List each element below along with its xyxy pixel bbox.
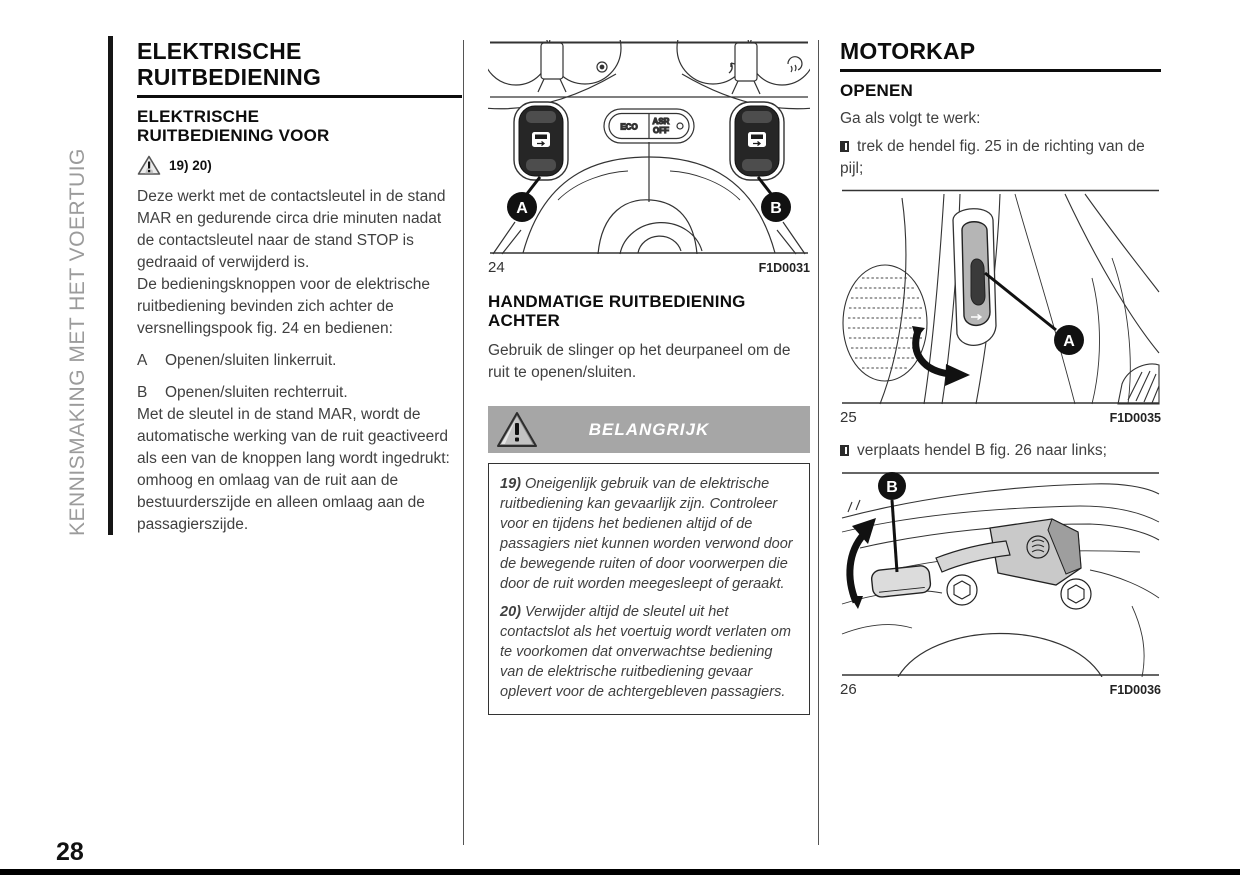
- window-icon: [532, 132, 550, 147]
- move-left-arrow: [846, 518, 876, 609]
- window-switch-a: [513, 101, 569, 181]
- asr-button-label-2: OFF: [653, 126, 669, 135]
- figure-26-number: 26: [840, 681, 857, 698]
- paragraph-auto-mode: Met de sleutel in de stand MAR, wordt de…: [137, 406, 450, 533]
- figure-24-illustration: ECO ASR OFF A B: [488, 40, 810, 255]
- eco-asr-panel: ECO ASR OFF: [603, 108, 695, 144]
- sidebar-divider-bar: [108, 36, 113, 535]
- warning-notes-box: 19) Oneigenlijk gebruik van de elektrisc…: [488, 463, 810, 715]
- callout-a-letter: A: [1063, 333, 1075, 350]
- list-item-a-text: Openen/sluiten linkerruit.: [165, 352, 337, 369]
- important-warning-triangle-icon: [497, 411, 537, 447]
- callout-a: A: [507, 176, 542, 222]
- asr-button-label-1: ASR: [653, 117, 670, 126]
- callout-b: B: [756, 176, 791, 222]
- list-item-a: A Openen/sluiten linkerruit.: [137, 350, 462, 372]
- figure-26-caption: 26 F1D0036: [840, 681, 1161, 698]
- paragraph-key-operation: Deze werkt met de contactsleutel in de s…: [137, 186, 462, 340]
- figure-25-code: F1D0035: [1109, 411, 1161, 425]
- warning-reference-row: 19) 20): [137, 155, 462, 176]
- pedal-shape: [1117, 363, 1160, 405]
- intro-text: Ga als volgt te werk:: [840, 110, 981, 127]
- eco-button-label: ECO: [620, 123, 637, 132]
- paragraph-buttons-location-text: De bedieningsknoppen voor de elektrische…: [137, 276, 430, 337]
- warning-note-20-text: Verwijder altijd de sleutel uit het cont…: [500, 604, 791, 700]
- list-item-a-key: A: [137, 352, 148, 369]
- section-title-open: OPENEN: [840, 81, 913, 100]
- warning-triangle-icon: [137, 155, 161, 175]
- figure-25-caption: 25 F1D0035: [840, 409, 1161, 426]
- callout-a-letter: A: [516, 200, 528, 217]
- bullet-move-lever-text: verplaats hendel B fig. 26 naar links;: [857, 442, 1107, 459]
- figure-24-code: F1D0031: [758, 261, 810, 275]
- window-icon: [748, 132, 766, 147]
- square-bullet-icon: [840, 141, 849, 152]
- figure-24-caption: 24 F1D0031: [488, 259, 810, 276]
- list-item-b-text: Openen/sluiten rechterruit.: [165, 384, 348, 401]
- bullet-pull-lever-text: trek de hendel fig. 25 in de richting va…: [840, 138, 1145, 177]
- warning-note-numbers: 19) 20): [169, 158, 212, 173]
- page-number: 28: [56, 838, 84, 866]
- callout-b-letter: B: [770, 200, 782, 217]
- list-item-b-key: B: [137, 384, 148, 401]
- right-column: MOTORKAP OPENEN Ga als volgt te werk: tr…: [840, 38, 1161, 698]
- callout-b-letter: B: [886, 479, 898, 496]
- paragraph-rear-crank: Gebruik de slinger op het deurpaneel om …: [488, 342, 791, 381]
- figure-25-illustration: A: [842, 189, 1160, 405]
- list-item-b: B Openen/sluiten rechterruit.: [137, 382, 462, 404]
- chapter-title-bonnet: MOTORKAP: [840, 38, 1161, 72]
- chapter-title: ELEKTRISCHE RUITBEDIENING: [137, 38, 462, 98]
- section-title-manual-rear-windows: HANDMATIGE RUITBEDIENING ACHTER: [488, 292, 746, 330]
- latch-handle-b: [870, 565, 932, 598]
- column-separator-left: [463, 40, 464, 845]
- warning-note-20-number: 20): [500, 604, 521, 620]
- footer-bar: [0, 869, 1240, 875]
- left-column: ELEKTRISCHE RUITBEDIENING ELEKTRISCHE RU…: [137, 38, 462, 536]
- warning-note-20: 20) Verwijder altijd de sleutel uit het …: [500, 602, 798, 702]
- figure-26-illustration: B: [841, 472, 1160, 677]
- warning-note-19-number: 19): [500, 476, 521, 492]
- warning-note-19: 19) Oneigenlijk gebruik van de elektrisc…: [500, 474, 798, 594]
- middle-column: ECO ASR OFF A B 24 F1D0031 HANDMATIGE RU…: [488, 40, 810, 715]
- important-banner: BELANGRIJK: [488, 406, 810, 453]
- warning-note-19-text: Oneigenlijk gebruik van de elektrische r…: [500, 476, 793, 592]
- bullet-pull-lever: trek de hendel fig. 25 in de richting va…: [840, 136, 1161, 180]
- important-banner-label: BELANGRIJK: [588, 419, 710, 439]
- square-bullet-icon: [840, 445, 849, 456]
- pull-direction-arrow: [912, 326, 970, 386]
- bullet-move-lever: verplaats hendel B fig. 26 naar links;: [840, 440, 1161, 462]
- callout-b: B: [878, 472, 906, 573]
- paragraph-key-operation-text: Deze werkt met de contactsleutel in de s…: [137, 188, 446, 271]
- figure-24-number: 24: [488, 259, 505, 276]
- figure-25-number: 25: [840, 409, 857, 426]
- callout-a: A: [984, 271, 1084, 355]
- window-switch-b: [729, 101, 785, 181]
- figure-26-code: F1D0036: [1109, 683, 1161, 697]
- section-title-front-windows: ELEKTRISCHE RUITBEDIENING VOOR: [137, 107, 330, 145]
- column-separator-right: [818, 40, 819, 845]
- sidebar-chapter-label: KENNISMAKING MET HET VOERTUIG: [66, 148, 89, 536]
- bonnet-release-lever: [961, 221, 991, 326]
- bonnet-latch-mechanism: [935, 518, 1092, 610]
